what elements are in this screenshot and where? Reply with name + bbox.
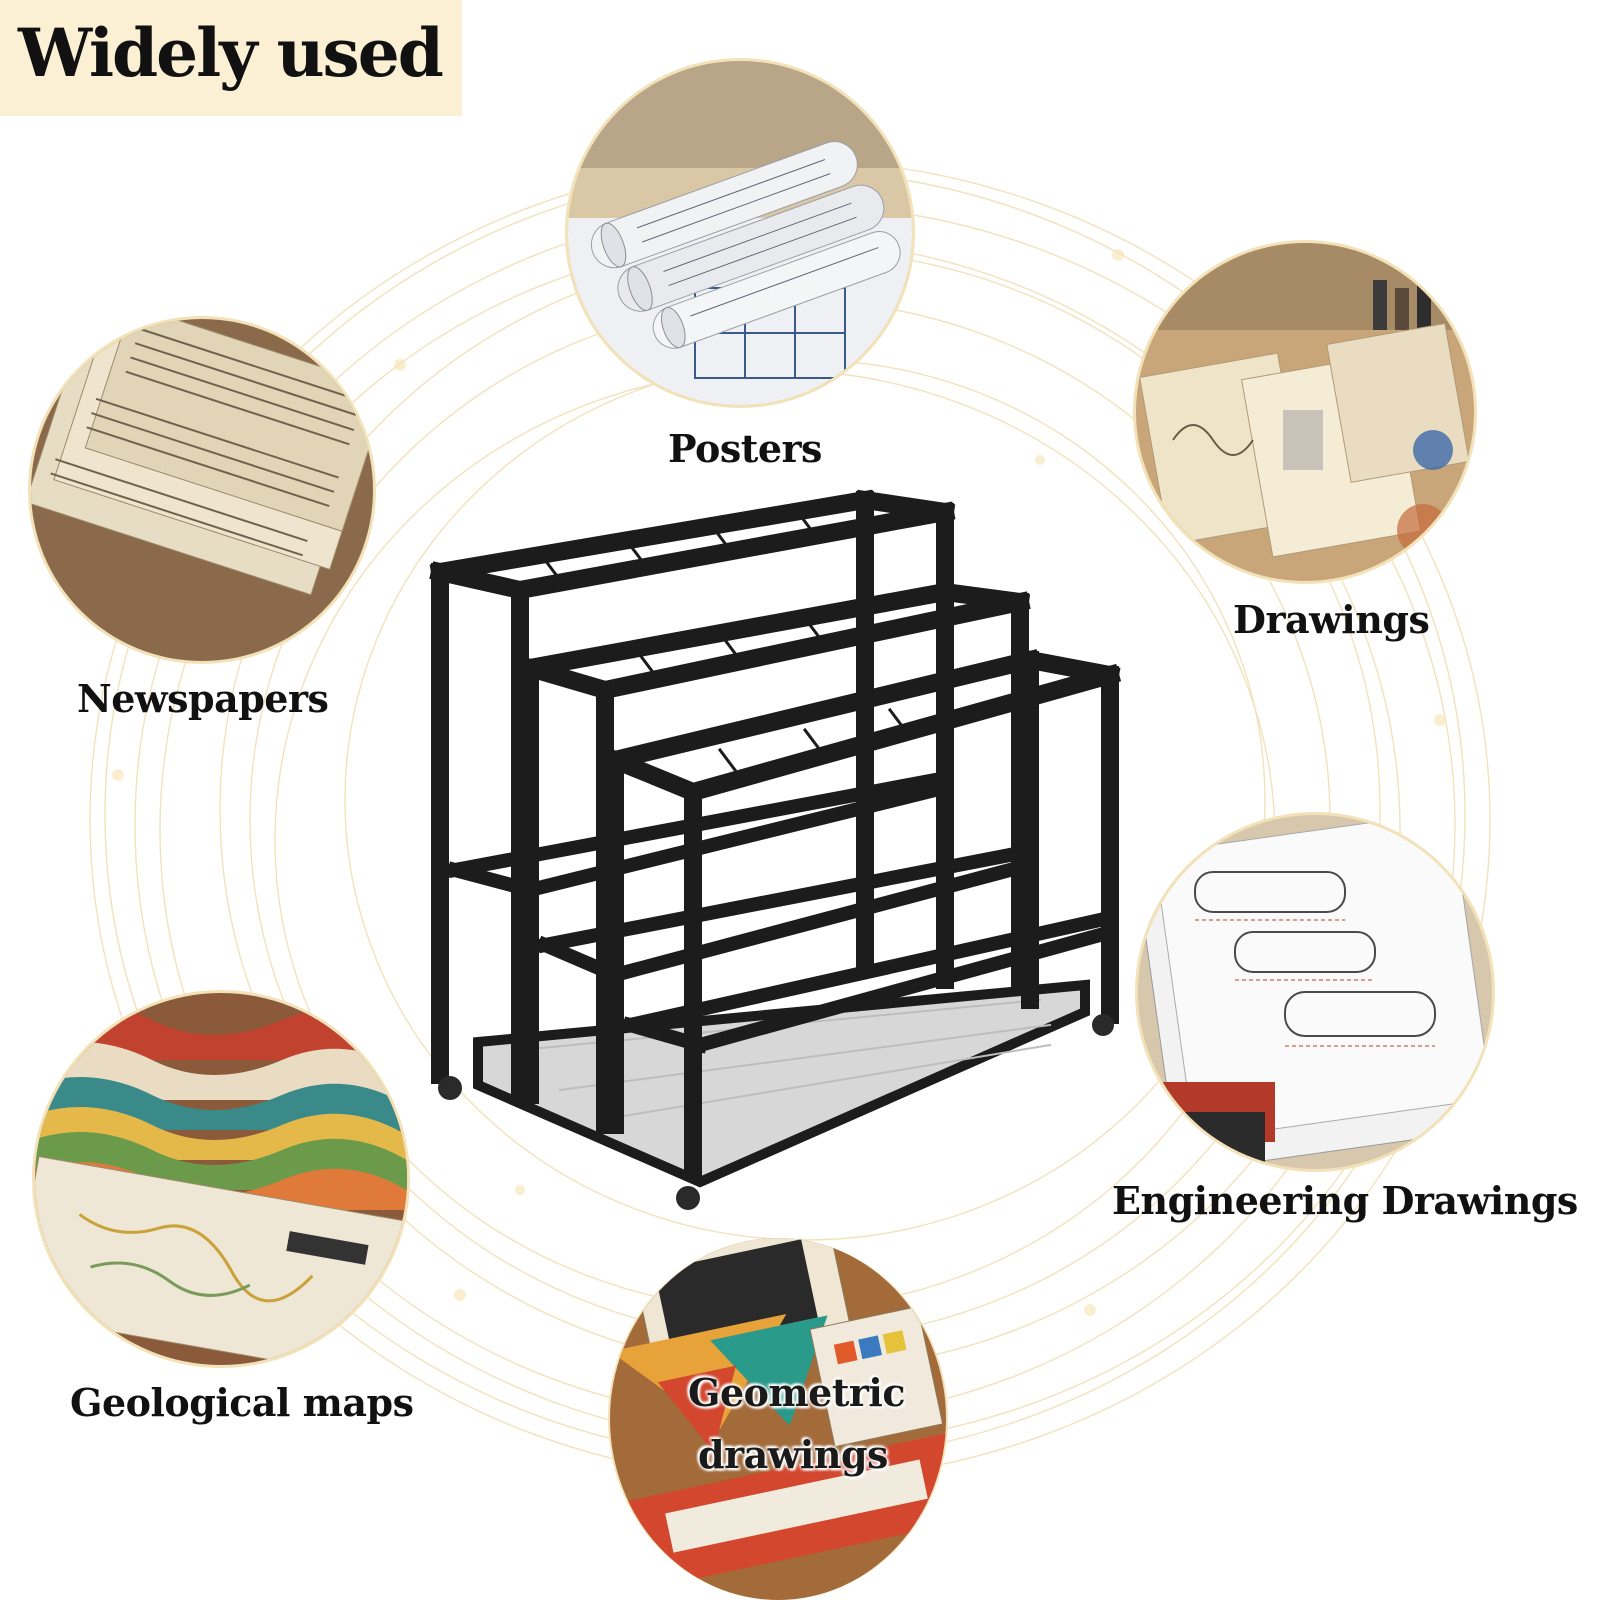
use-label-posters: Posters	[668, 426, 822, 471]
rolled-posters-icon	[565, 58, 915, 408]
use-label-geometric-line2: drawings	[698, 1432, 888, 1477]
engineering-drawings-icon	[1135, 812, 1495, 1172]
geometric-drawings-icon	[608, 1238, 948, 1600]
use-label-engineering-drawings: Engineering Drawings	[1112, 1178, 1578, 1223]
use-label-drawings: Drawings	[1233, 597, 1430, 642]
use-label-geological-maps: Geological maps	[70, 1380, 414, 1425]
title-banner: Widely used	[0, 0, 462, 116]
geological-map-icon	[32, 990, 410, 1368]
art-drawings-icon	[1133, 240, 1477, 584]
use-label-newspapers: Newspapers	[77, 676, 329, 721]
use-label-geometric-line1: Geometric	[688, 1370, 906, 1415]
page-title: Widely used	[18, 14, 444, 92]
newspapers-icon	[28, 316, 376, 664]
